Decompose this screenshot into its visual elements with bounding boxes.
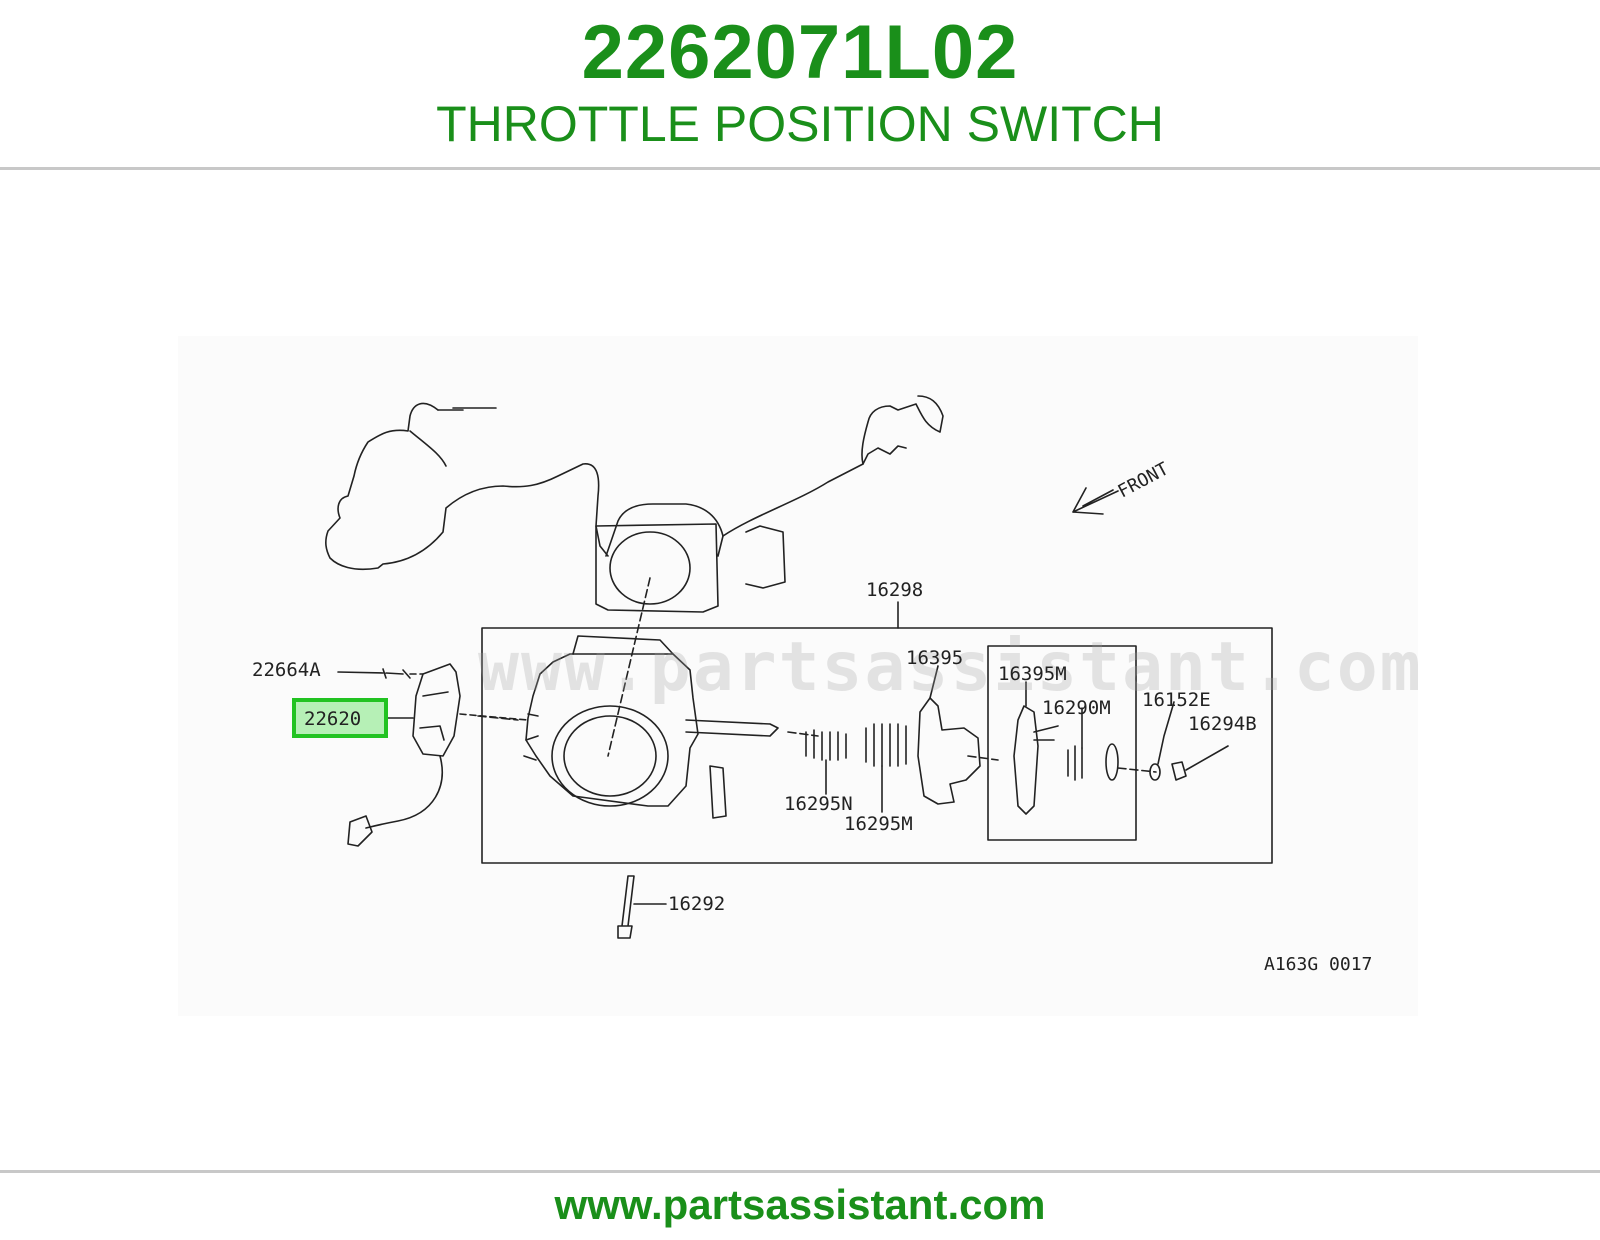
lever-16395M-arm (1033, 725, 1059, 741)
callout-16152E: 16152E (1142, 689, 1211, 711)
front-arrow-icon (1072, 487, 1119, 515)
manifold-right-arm-lower (862, 445, 907, 465)
callout-16292: 16292 (668, 893, 725, 915)
throttle-position-switch-detail (419, 691, 449, 741)
part-number-title: 2262071L02 (581, 10, 1019, 95)
watermark: www.partsassistant.com (478, 628, 1418, 707)
bolt-16292 (617, 875, 635, 939)
throttle-body-bore-inner (563, 715, 657, 797)
manifold-top-edge (437, 407, 497, 411)
spring-16290M (1067, 745, 1083, 781)
throttle-body-assembly-box (481, 627, 1273, 864)
throttle-flange-bore (609, 531, 691, 605)
washer-disc (1105, 743, 1119, 781)
screw-22664A (382, 668, 411, 679)
throttle-flange (595, 523, 719, 613)
throttle-body-shaft (685, 719, 779, 737)
callout-leader-16152E (1157, 701, 1175, 765)
throttle-position-switch-body (412, 663, 461, 757)
callout-16395: 16395 (906, 647, 963, 669)
manifold-right-arm (717, 395, 944, 557)
page-header: 2262071L02 THROTTLE POSITION SWITCH (0, 0, 1600, 168)
assembly-center-axis (477, 577, 1157, 773)
throttle-body-boss (523, 713, 539, 761)
screw-dashed-line (409, 673, 529, 721)
callout-22620: 22620 (304, 708, 361, 730)
highlight-box (292, 698, 388, 738)
throttle-lever-16395 (917, 697, 981, 805)
throttle-body-nipple (709, 765, 727, 819)
header-divider (0, 167, 1600, 170)
washer-16152E (1149, 763, 1161, 781)
manifold-right-port (745, 525, 786, 589)
throttle-position-switch-wire (365, 755, 443, 829)
callout-leader-16294B (1185, 745, 1229, 771)
figure-code: A163G 0017 (1264, 954, 1372, 975)
throttle-body-top-ridge (572, 635, 674, 655)
spring-16295M (865, 723, 907, 767)
nut-16294B (1171, 761, 1187, 781)
callout-16295N: 16295N (784, 793, 853, 815)
callout-leader-16395 (929, 665, 939, 699)
lever-16395M (1013, 705, 1039, 815)
throttle-position-switch-connector (347, 815, 373, 847)
callout-leader-22664A (337, 671, 384, 674)
callout-16395M: 16395M (998, 663, 1067, 685)
footer-site-link[interactable]: www.partsassistant.com (554, 1181, 1046, 1228)
manifold-neck (605, 503, 724, 557)
callout-22664A: 22664A (252, 659, 321, 681)
part-name-subtitle: THROTTLE POSITION SWITCH (436, 96, 1164, 152)
intake-manifold-outline (325, 402, 609, 571)
diagram-canvas: www.partsassistant.com FRONT 16298 22664… (252, 395, 1421, 975)
lever-subassembly-box (987, 645, 1137, 841)
callout-16294B: 16294B (1188, 713, 1257, 735)
callout-16290M: 16290M (1042, 697, 1111, 719)
exploded-parts-diagram: www.partsassistant.com FRONT 16298 22664… (178, 336, 1421, 1016)
manifold-left-lobe (409, 430, 447, 467)
front-label: FRONT (1114, 458, 1172, 502)
callout-16298: 16298 (866, 579, 923, 601)
footer-divider (0, 1170, 1600, 1173)
spring-16295N (805, 729, 847, 761)
highlighted-callout-22620[interactable]: 22620 (292, 698, 388, 738)
callout-16295M: 16295M (844, 813, 913, 835)
throttle-body-bore-outer (551, 705, 669, 807)
